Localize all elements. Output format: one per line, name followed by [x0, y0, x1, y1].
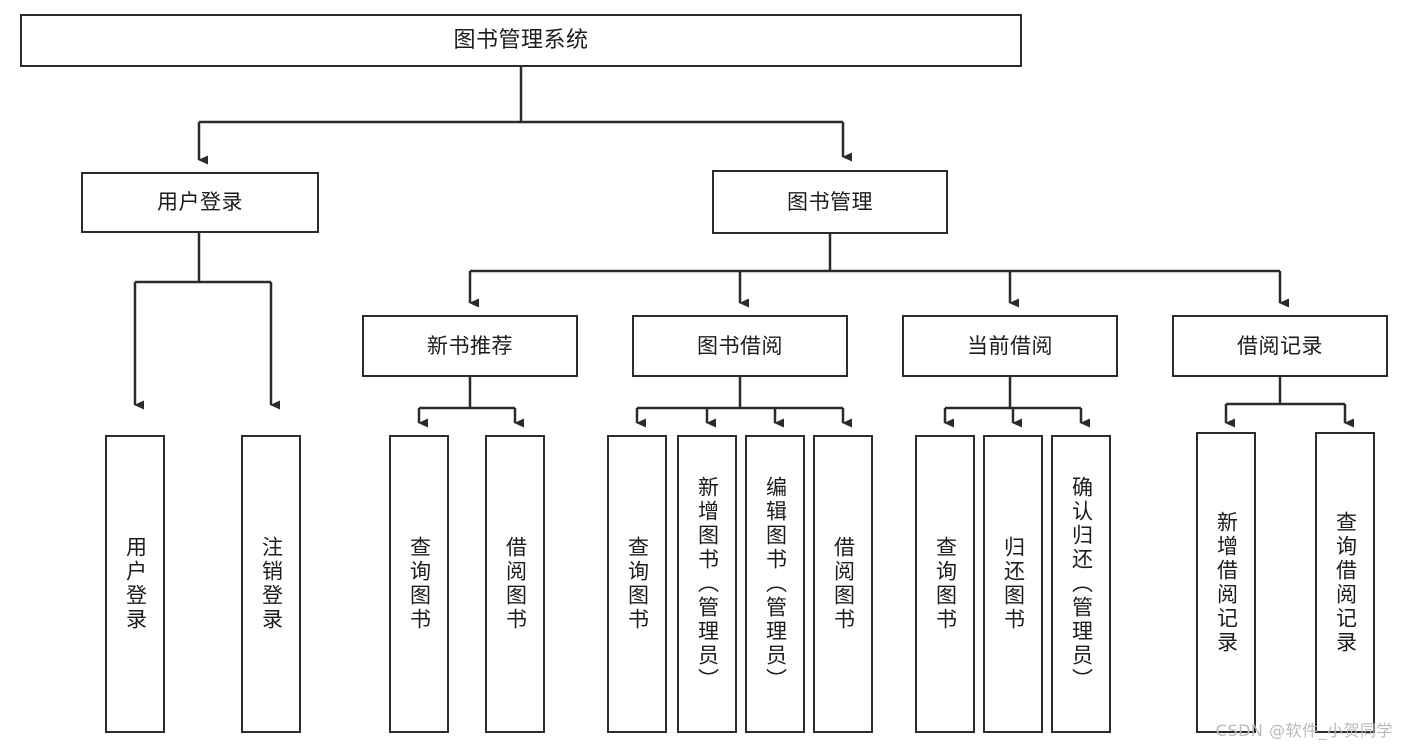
node-label: 新增图书（管理员） — [695, 476, 720, 692]
node-label: 查询图书 — [407, 536, 432, 632]
node-leaf-query-record[interactable]: 查询借阅记录 — [1315, 432, 1375, 733]
node-label: 查询图书 — [625, 536, 650, 632]
node-leaf-user-login[interactable]: 用户登录 — [105, 435, 165, 733]
node-book-management[interactable]: 图书管理 — [712, 170, 948, 234]
node-label: 确认归还（管理员） — [1069, 476, 1094, 692]
node-leaf-add-record[interactable]: 新增借阅记录 — [1196, 432, 1256, 733]
node-label: 用户登录 — [157, 190, 243, 215]
node-label: 用户登录 — [123, 536, 148, 632]
node-user-login[interactable]: 用户登录 — [81, 172, 319, 233]
node-label: 借阅图书 — [831, 536, 856, 632]
node-label: 当前借阅 — [967, 333, 1053, 358]
node-label: 新书推荐 — [427, 333, 513, 358]
node-leaf-return-book[interactable]: 归还图书 — [983, 435, 1043, 733]
node-leaf-borrow-book-2[interactable]: 借阅图书 — [813, 435, 873, 733]
node-book-borrow[interactable]: 图书借阅 — [632, 315, 848, 377]
node-leaf-query-book-2[interactable]: 查询图书 — [607, 435, 667, 733]
node-label: 编辑图书（管理员） — [763, 476, 788, 692]
node-leaf-borrow-book-1[interactable]: 借阅图书 — [485, 435, 545, 733]
node-leaf-add-book[interactable]: 新增图书（管理员） — [677, 435, 737, 733]
node-root-system[interactable]: 图书管理系统 — [20, 14, 1022, 67]
node-label: 新增借阅记录 — [1214, 510, 1239, 655]
node-leaf-confirm-return[interactable]: 确认归还（管理员） — [1051, 435, 1111, 733]
node-label: 查询借阅记录 — [1333, 510, 1358, 655]
node-current-borrow[interactable]: 当前借阅 — [902, 315, 1118, 377]
node-leaf-edit-book[interactable]: 编辑图书（管理员） — [745, 435, 805, 733]
watermark-text: CSDN @软件_小贺同学 — [1215, 721, 1393, 740]
node-label: 查询图书 — [933, 536, 958, 632]
node-label: 注销登录 — [259, 536, 284, 632]
node-leaf-query-book-3[interactable]: 查询图书 — [915, 435, 975, 733]
node-borrow-record[interactable]: 借阅记录 — [1172, 315, 1388, 377]
node-label: 图书管理 — [787, 189, 873, 214]
node-label: 图书借阅 — [697, 333, 783, 358]
node-label: 借阅记录 — [1237, 333, 1323, 358]
node-label: 归还图书 — [1001, 536, 1026, 632]
node-label: 图书管理系统 — [453, 27, 589, 53]
node-leaf-query-book-1[interactable]: 查询图书 — [389, 435, 449, 733]
node-label: 借阅图书 — [503, 536, 528, 632]
node-new-book-recommend[interactable]: 新书推荐 — [362, 315, 578, 377]
node-leaf-logout-login[interactable]: 注销登录 — [241, 435, 301, 733]
